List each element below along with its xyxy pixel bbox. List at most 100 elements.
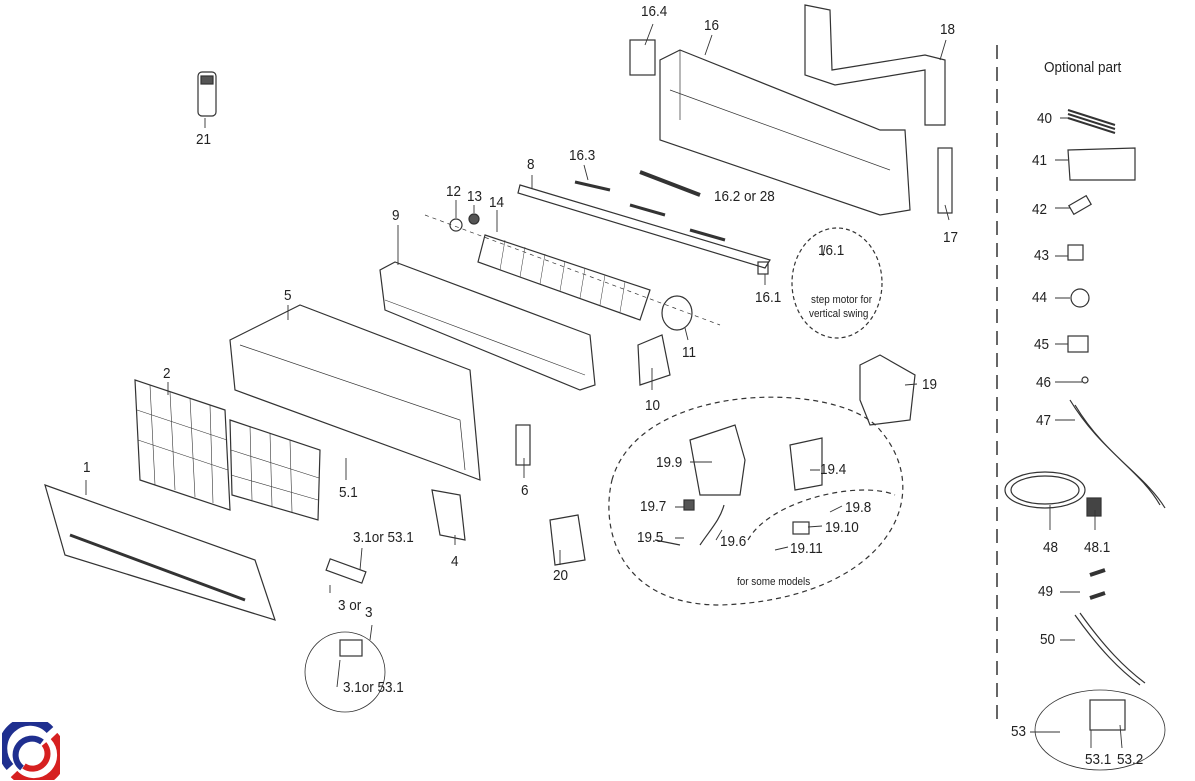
part-label: 6 (521, 482, 529, 499)
logo-blue-inner-arc (12, 735, 44, 771)
motor-cover (637, 334, 671, 386)
note-some-models: for some models (737, 576, 811, 588)
part-label: 16.3 (569, 147, 596, 164)
optional-part-41 (1067, 147, 1136, 181)
part-label: 40 (1037, 110, 1053, 127)
part-label: 1 (83, 459, 91, 476)
part-label: 3 or (338, 597, 362, 614)
fan-motor (661, 295, 693, 331)
chassis (229, 304, 481, 481)
bearing (449, 218, 463, 232)
part-label: 53.1 (1085, 751, 1112, 768)
part-label: 10 (645, 397, 661, 414)
front-panel-stripe (69, 533, 246, 602)
evaporator-edge (384, 299, 586, 376)
part-label: 19.7 (640, 498, 667, 515)
part-label: 9 (392, 207, 400, 224)
part-53-board (1089, 699, 1126, 731)
part-label: 5 (284, 287, 292, 304)
part-label: 48 (1043, 539, 1059, 556)
part-label: 53 (1011, 723, 1027, 740)
box-cover (789, 437, 823, 491)
bearing-holder (468, 213, 480, 225)
filter-right (229, 419, 321, 521)
evaporator (379, 261, 596, 391)
part-label: 3.1or 53.1 (353, 529, 414, 546)
note-step-motor-1: step motor for (811, 294, 873, 306)
louver-clips (574, 180, 726, 242)
part-label: 41 (1032, 152, 1048, 169)
control-box (689, 424, 746, 496)
step-motor (757, 261, 769, 275)
step-motor-callout (791, 227, 883, 339)
part-label: 19.5 (637, 529, 664, 546)
part-label: 19.8 (845, 499, 872, 516)
part-label: 53.2 (1117, 751, 1144, 768)
leader-lines (85, 23, 1123, 749)
note-step-motor-2: vertical swing (809, 308, 869, 320)
electric-box (859, 354, 916, 426)
part-label: 44 (1032, 289, 1048, 306)
part-label: 4 (451, 553, 459, 570)
housing-edge (669, 50, 891, 171)
part-label: 42 (1032, 201, 1048, 218)
housing-cover (629, 39, 656, 76)
part-label: 43 (1034, 247, 1050, 264)
part-label: 21 (196, 131, 212, 148)
part-label: 45 (1034, 336, 1050, 353)
logo-red-inner-arc (22, 742, 51, 772)
part-label: 12 (446, 183, 462, 200)
display-callout (304, 631, 386, 713)
optional-part-40 (1067, 109, 1116, 134)
part-label: 48.1 (1084, 539, 1111, 556)
bracket-part-4 (431, 489, 466, 541)
part-label: 11 (682, 344, 697, 361)
optional-part-49 (1089, 568, 1106, 600)
remote-display (200, 75, 214, 85)
part-label: 50 (1040, 631, 1056, 648)
display-board (325, 558, 367, 584)
optional-part-heading: Optional part (1044, 59, 1122, 76)
some-models-divider (747, 489, 896, 541)
part-label: 13 (467, 188, 483, 205)
part-label: 16.4 (641, 3, 668, 20)
optional-part-44 (1070, 288, 1090, 308)
part-label: 14 (489, 194, 505, 211)
optional-part-48-outer (1004, 471, 1086, 509)
optional-part-47 (1069, 399, 1166, 509)
optional-part-45 (1067, 335, 1089, 353)
louver-shaft (639, 170, 701, 197)
part-label: 19.10 (825, 519, 859, 536)
optional-part-46 (1081, 376, 1089, 384)
part-label: 8 (527, 156, 535, 173)
logo-red-outer-arc (10, 732, 60, 780)
part-label: 2 (163, 365, 171, 382)
filter-mesh (136, 384, 320, 513)
part-label: 19.6 (720, 533, 747, 550)
louver (517, 184, 771, 269)
remote-control (197, 71, 217, 117)
filter-left (134, 379, 231, 511)
part-53-callout (1034, 689, 1166, 771)
bracket-part-6 (515, 424, 531, 466)
part-label: 47 (1036, 412, 1052, 429)
optional-part-43 (1067, 244, 1084, 261)
side-bracket (937, 147, 953, 214)
part-label: 17 (943, 229, 959, 246)
display-board-detail (339, 639, 363, 657)
part-label: 46 (1036, 374, 1052, 391)
part-label: 19.4 (820, 461, 847, 478)
part-19-10 (792, 521, 810, 535)
optional-part-50 (1074, 612, 1146, 686)
part-label: 20 (553, 567, 569, 584)
optional-part-48-1 (1086, 497, 1102, 517)
blower-blades (499, 239, 626, 313)
electric-box-callout (608, 396, 904, 606)
part-label: 19.9 (656, 454, 683, 471)
part-label: 19 (922, 376, 938, 393)
part-label: 19.11 (790, 540, 823, 557)
part-label: 3.1or 53.1 (343, 679, 404, 696)
part-label: 16.2 or 28 (714, 188, 775, 205)
part-19-7 (683, 499, 695, 511)
